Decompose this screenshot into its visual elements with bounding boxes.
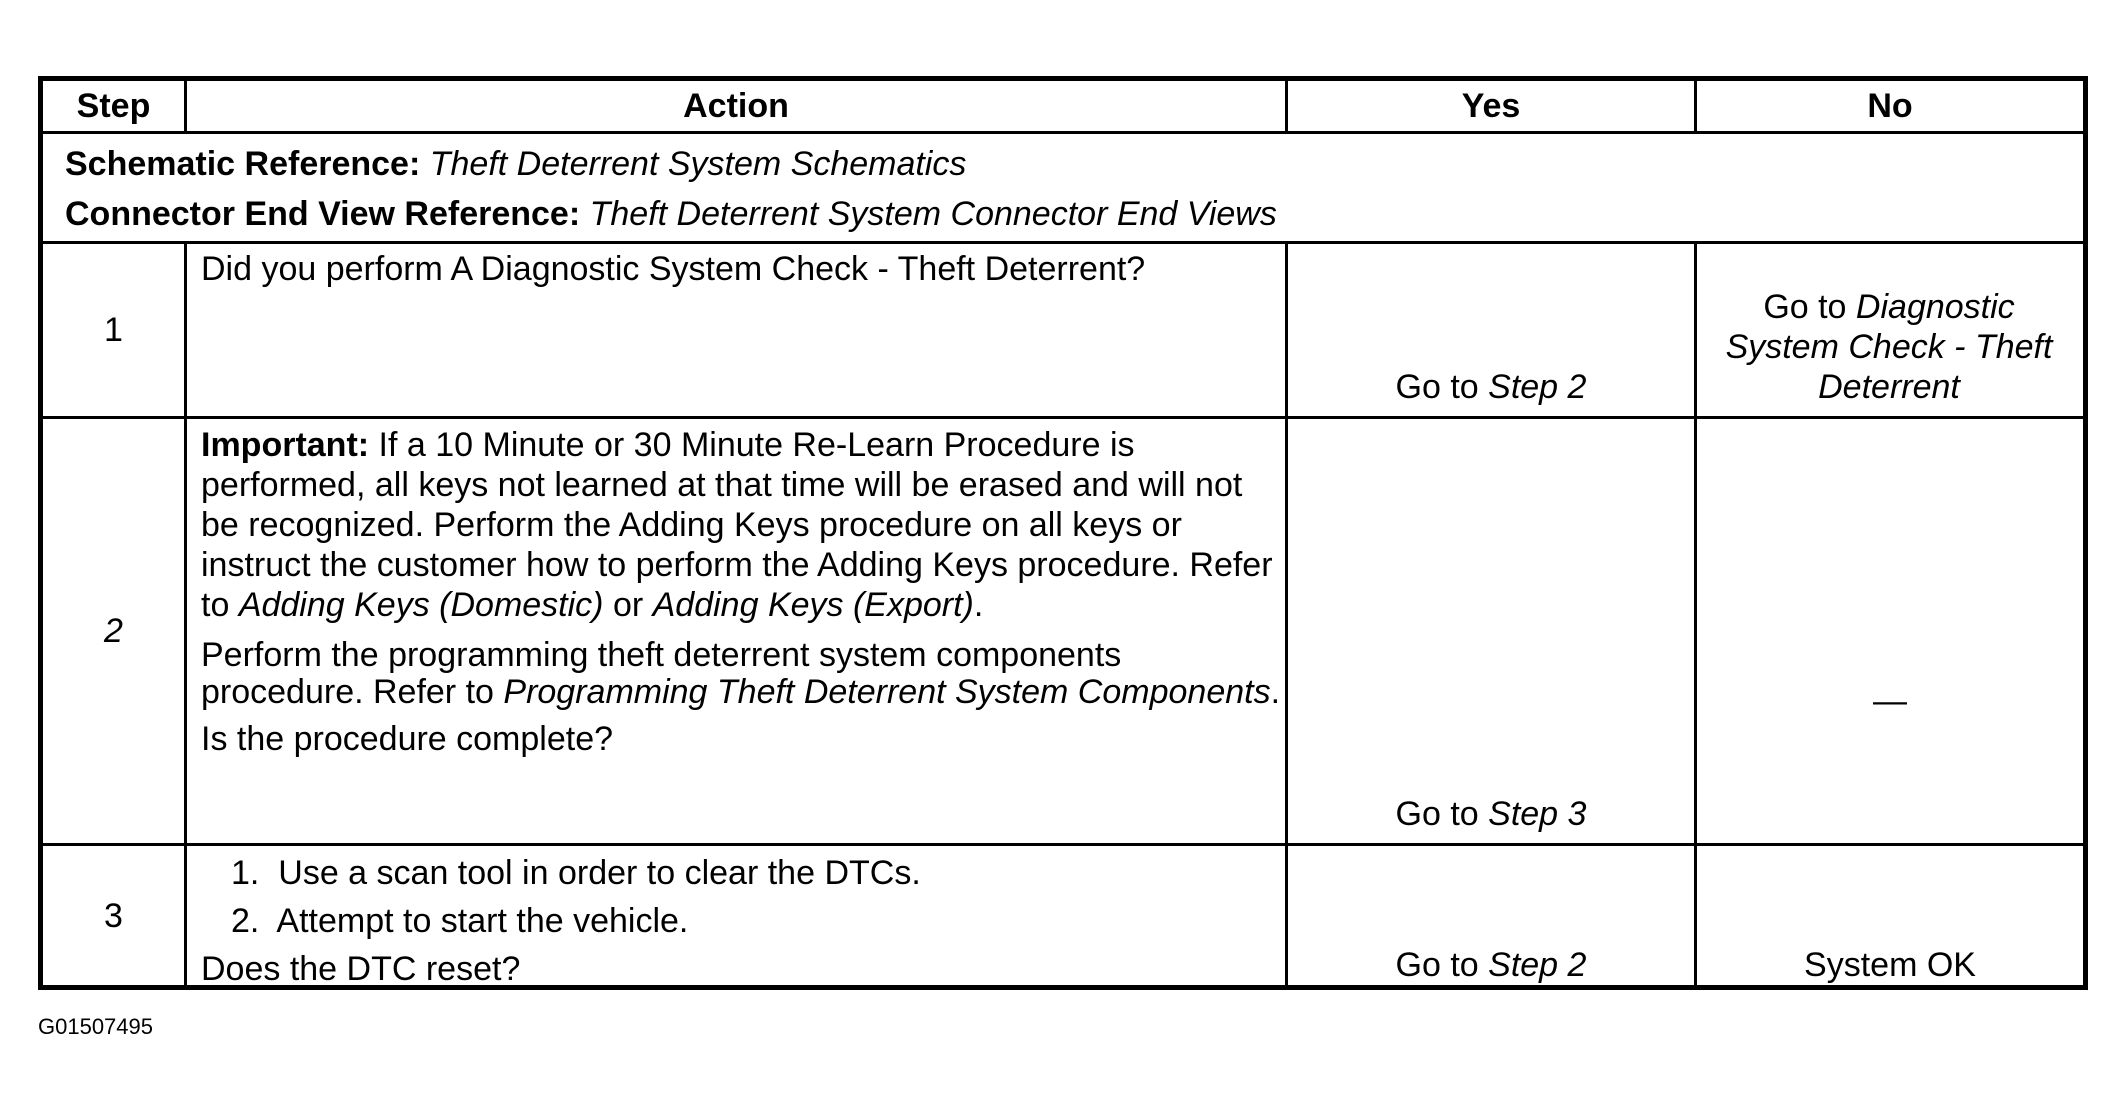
step-2-important: Important: If a 10 Minute or 30 Minute R… <box>201 426 1273 624</box>
step-2-question: Is the procedure complete? <box>201 720 614 758</box>
programming-components-link[interactable]: Programming Theft Deterrent System Compo… <box>503 673 1271 711</box>
divider-row-2 <box>43 843 2083 846</box>
step-1-no-link[interactable]: Diagnostic System Check - Theft Deterren… <box>1725 288 2053 406</box>
divider-col-action <box>1285 241 1288 985</box>
header-no: No <box>1867 87 1913 125</box>
step-3-action: 1. Use a scan tool in order to clear the… <box>201 849 1281 989</box>
adding-keys-export-link[interactable]: Adding Keys (Export) <box>652 586 974 624</box>
step-3-number: 3 <box>104 897 123 935</box>
divider-col-yes-header <box>1694 81 1697 131</box>
step-3-no: System OK <box>1804 946 1976 984</box>
connector-reference: Connector End View Reference: Theft Dete… <box>65 189 2055 239</box>
step-1-action: Did you perform A Diagnostic System Chec… <box>201 250 1146 288</box>
step-1-number: 1 <box>104 311 123 349</box>
step-1-no: Go to Diagnostic System Check - Theft De… <box>1725 288 2053 406</box>
header-action: Action <box>683 87 789 125</box>
header-step: Step <box>76 87 151 125</box>
step-3-yes-link[interactable]: Step 2 <box>1488 946 1587 984</box>
diagnostic-table: Step Action Yes No Schematic Reference: … <box>38 76 2088 990</box>
header-yes: Yes <box>1461 87 1521 125</box>
step-2-yes: Go to Step 3 <box>1395 795 1587 833</box>
step-3-substep-1: 1. Use a scan tool in order to clear the… <box>231 854 921 892</box>
divider-header <box>43 131 2083 134</box>
schematic-reference-link[interactable]: Theft Deterrent System Schematics <box>429 145 967 183</box>
divider-references <box>43 241 2083 244</box>
step-2-action: Important: If a 10 Minute or 30 Minute R… <box>201 425 1281 839</box>
divider-col-step-header <box>184 81 187 131</box>
schematic-reference: Schematic Reference: Theft Deterrent Sys… <box>65 139 2055 189</box>
step-3-question: Does the DTC reset? <box>201 950 521 988</box>
step-2-no: — <box>1873 682 1907 720</box>
step-2-yes-link[interactable]: Step 3 <box>1488 795 1587 833</box>
divider-col-action-header <box>1285 81 1288 131</box>
important-label: Important: <box>201 426 370 464</box>
connector-reference-label: Connector End View Reference: <box>65 195 581 233</box>
divider-col-step <box>184 241 187 985</box>
step-3-substep-2: 2. Attempt to start the vehicle. <box>231 902 689 940</box>
adding-keys-domestic-link[interactable]: Adding Keys (Domestic) <box>238 586 604 624</box>
step-3-yes: Go to Step 2 <box>1395 946 1587 984</box>
references-cell: Schematic Reference: Theft Deterrent Sys… <box>65 139 2055 239</box>
schematic-reference-label: Schematic Reference: <box>65 145 421 183</box>
step-1-yes: Go to Step 2 <box>1395 368 1587 406</box>
step-2-perform: Perform the programming theft deterrent … <box>201 636 1281 711</box>
step-1-yes-link[interactable]: Step 2 <box>1488 368 1587 406</box>
divider-col-yes <box>1694 241 1697 985</box>
step-2-number: 2 <box>104 612 123 650</box>
connector-reference-link[interactable]: Theft Deterrent System Connector End Vie… <box>589 195 1277 233</box>
figure-caption: G01507495 <box>38 1014 153 1039</box>
divider-row-1 <box>43 416 2083 419</box>
